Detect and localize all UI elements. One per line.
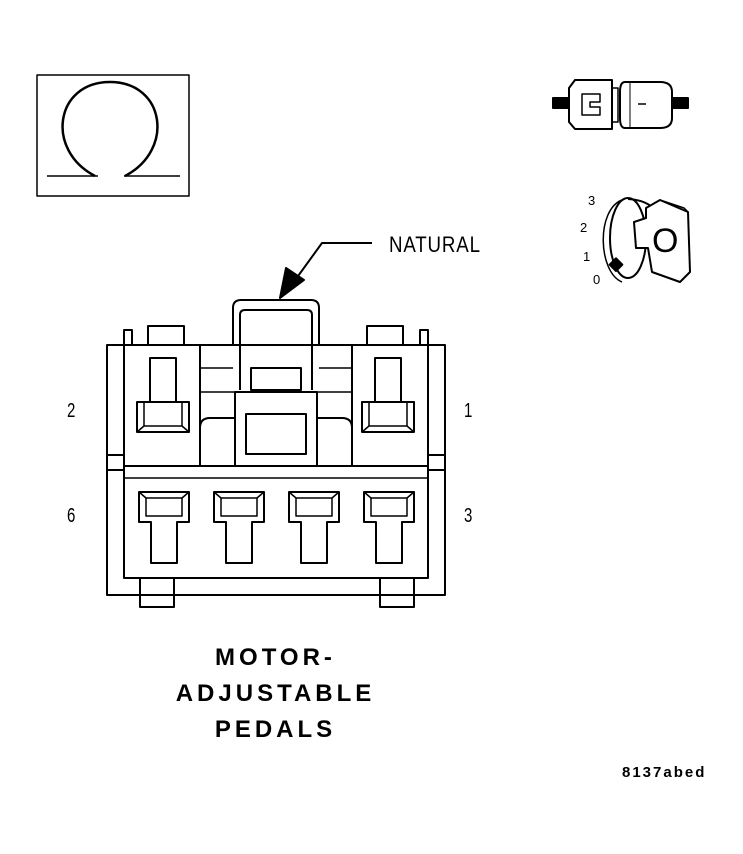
title-line-1: MOTOR- (215, 644, 336, 671)
natural-callout-label: NATURAL (389, 232, 481, 257)
cavity-pin-5 (213, 491, 265, 564)
connector-pair-icon (552, 79, 689, 130)
cavity-pin-4 (288, 491, 340, 564)
key-position-1: 1 (583, 249, 591, 264)
title-line-3: PEDALS (214, 716, 337, 743)
omega-terminal-icon (36, 74, 190, 197)
cavity-pin-3 (363, 491, 415, 564)
cavity-pin-2 (136, 357, 190, 433)
natural-callout-leader (279, 242, 372, 299)
pin-label-1: 1 (464, 400, 473, 422)
key-position-3: 3 (588, 193, 596, 208)
connector-body (106, 299, 446, 608)
key-face-letter: O (652, 222, 679, 260)
figure-code: 8137abed (622, 764, 707, 781)
key-position-0: 0 (593, 272, 601, 287)
title-line-2: ADJUSTABLE (175, 680, 376, 707)
cavity-pin-6 (138, 491, 190, 564)
pin-label-2: 2 (67, 400, 76, 422)
pin-label-3: 3 (464, 505, 473, 527)
key-position-2: 2 (580, 220, 588, 235)
pin-label-6: 6 (67, 505, 76, 527)
ignition-key-icon (602, 197, 691, 283)
cavity-pin-1 (361, 357, 415, 433)
